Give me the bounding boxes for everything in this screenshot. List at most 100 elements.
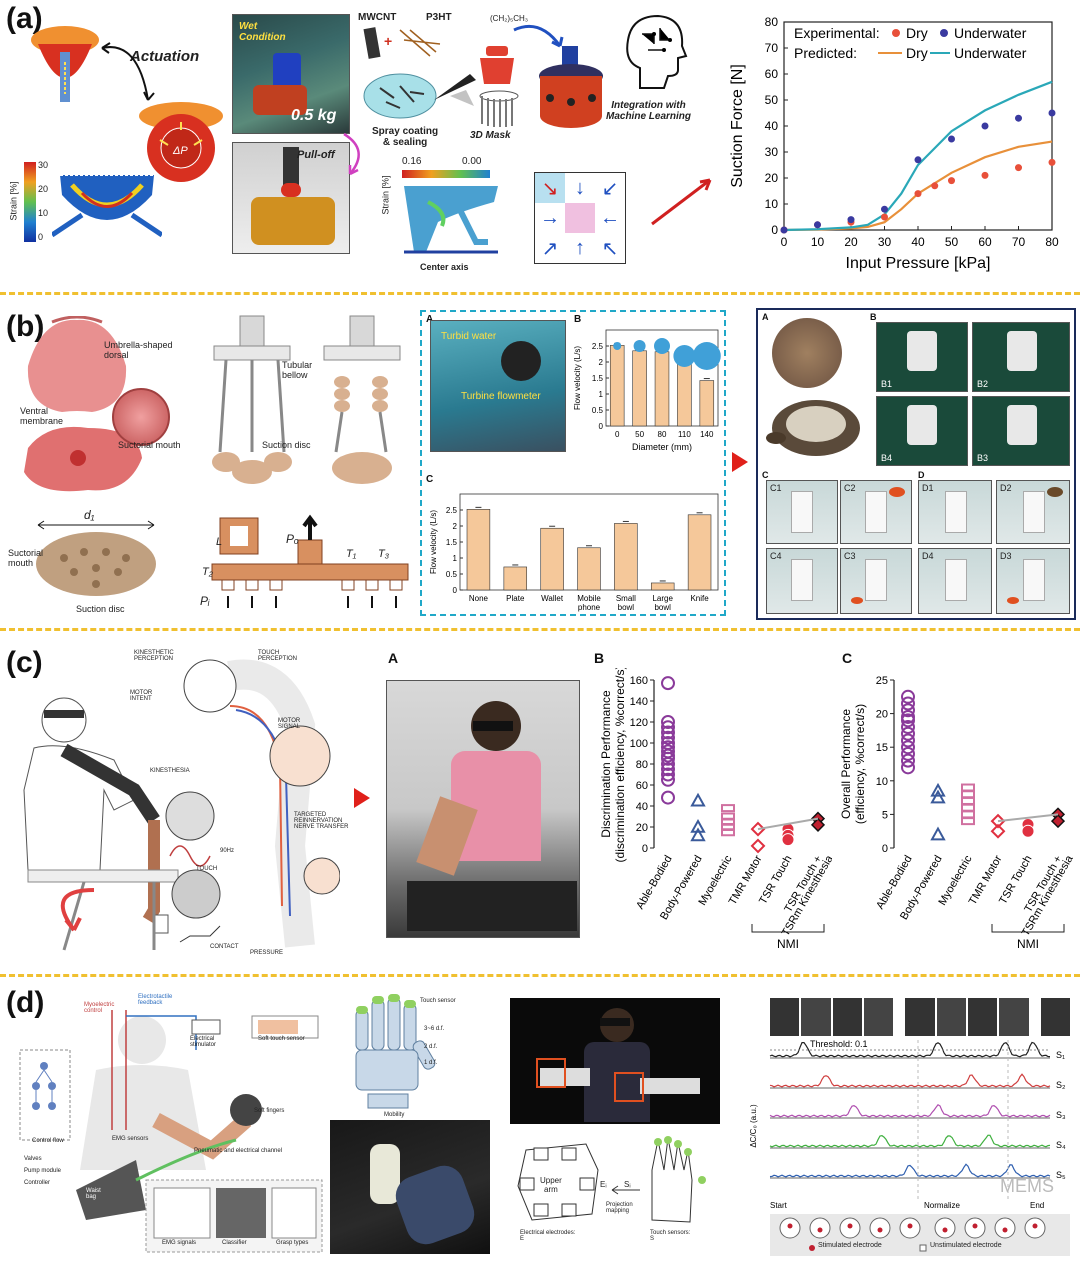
x-tick-label: 80	[658, 430, 667, 439]
y-tick-label: 40	[636, 801, 648, 813]
experimental-point-dry	[881, 213, 888, 221]
hand-dof-schematic	[348, 990, 438, 1110]
bar	[614, 523, 638, 591]
flow-sub-a: A	[426, 314, 433, 325]
data-point	[721, 804, 735, 813]
electrical-electrodes-label: Electrical electrodes: E	[520, 1230, 576, 1242]
strain-tick-10: 10	[38, 208, 49, 218]
photo-B1: B1	[876, 322, 968, 392]
photo-D3: D3	[996, 548, 1070, 614]
touch-sensor-label: Touch sensor	[420, 998, 456, 1004]
pump-label: Pump module	[24, 1168, 62, 1174]
diameter-indicator	[673, 345, 696, 367]
experimental-point-underwater	[847, 216, 855, 224]
y-tick-label: 120	[630, 717, 648, 729]
strain-sim-colorbar	[402, 170, 490, 178]
experimental-point-underwater	[1048, 109, 1056, 117]
y-tick-label: 140	[630, 696, 648, 708]
y-tick-label: 20	[636, 822, 648, 834]
p3ht-label: P3HT	[426, 12, 452, 23]
wet-condition-label: Wet Condition	[239, 21, 286, 43]
data-point	[901, 753, 915, 768]
separator-cd	[0, 974, 1080, 977]
actuation-label: Actuation	[130, 48, 200, 65]
turbid-water-photo: Turbid water Turbine flowmeter	[430, 320, 566, 452]
x-tick-label: 110	[678, 430, 691, 439]
strain-colorbar	[24, 162, 36, 242]
x-tick-label: 140	[700, 430, 714, 439]
Pi-label: Pᵢ	[200, 594, 210, 608]
strain-tick-30: 30	[38, 160, 49, 170]
data-point	[961, 783, 975, 792]
data-point	[930, 789, 946, 804]
experimental-point-dry	[948, 177, 955, 185]
svg-text:+: +	[384, 33, 392, 49]
bar	[687, 514, 712, 591]
signal-trace-3	[769, 1104, 1051, 1118]
y-tick-label: 70	[765, 41, 779, 55]
data-point	[901, 733, 915, 748]
y-axis-label: ΔC/C₀ (a.u.)	[749, 1104, 758, 1148]
brain-head-icon	[620, 10, 690, 90]
legend-underwater-marker	[940, 29, 948, 37]
experimental-point-dry	[981, 171, 989, 179]
valves-label: Valves	[24, 1156, 42, 1162]
weight-label: 0.5 kg	[291, 107, 337, 124]
data-point	[901, 703, 915, 718]
x-tick-label: phone	[578, 603, 601, 612]
data-point	[750, 821, 766, 837]
classifier-label: Classifier	[222, 1240, 247, 1246]
D2-label: D2	[1000, 483, 1012, 493]
prosthesis-user-photo	[386, 680, 580, 938]
data-point	[1021, 824, 1035, 838]
projection-label: Projection mapping	[606, 1202, 633, 1214]
B2-label: B2	[977, 379, 989, 389]
y-tick-label: 80	[765, 15, 779, 29]
C4-label: C4	[770, 551, 782, 561]
photo-D2: D2	[996, 480, 1070, 544]
flow-sub-b: B	[574, 314, 582, 325]
predicted-line-underwater	[783, 80, 1053, 232]
fabrication-schematic: +	[363, 27, 441, 119]
y-tick-label: 30	[765, 145, 779, 159]
emg-sensors-label: EMG sensors	[112, 1136, 149, 1142]
y-tick-label: 60	[636, 780, 648, 792]
y-axis-label: Overall Performance	[839, 709, 853, 819]
strain-tick-0: 0	[38, 232, 44, 242]
data-point	[661, 751, 675, 766]
bar	[699, 380, 715, 427]
bar	[466, 509, 491, 591]
data-point	[721, 828, 735, 837]
strain-sim-axis-label: Strain [%]	[380, 175, 391, 215]
hand-gesture-strip	[770, 998, 1070, 1036]
targeted-label: TARGETED REINNERVATION NERVE TRANSFER	[294, 812, 349, 830]
y-tick-label: 0	[642, 843, 648, 855]
normalize-label: Normalize	[924, 1201, 961, 1210]
data-point	[961, 817, 975, 826]
panel-letter-d: (d)	[6, 986, 45, 1019]
waist-bag-label: Waist bag	[86, 1188, 101, 1200]
y-tick-label: 40	[765, 119, 779, 133]
start-label: Start	[770, 1201, 788, 1210]
blue-arrow	[513, 25, 564, 48]
nmi-label: NMI	[777, 937, 799, 951]
x-tick-label: 0	[615, 430, 620, 439]
data-point	[961, 803, 975, 812]
chart-sub-c: C	[842, 650, 853, 666]
p3ht-formula: (CH₂)₅CH₃	[490, 14, 529, 23]
legend-underwater-label: Underwater	[954, 25, 1027, 41]
photo-B4: B4	[876, 396, 968, 466]
signal-label: S₁	[1056, 1050, 1065, 1060]
experimental-point-dry	[931, 182, 939, 190]
data-point	[901, 726, 915, 741]
pull-off-photo: Pull-off	[232, 142, 350, 254]
grasp-types-label: Grasp types	[276, 1240, 309, 1246]
suctorial-mouth-label: Suctorial mouth	[118, 440, 181, 450]
wet-condition-photo: Wet Condition 0.5 kg	[232, 14, 350, 134]
experimental-point-underwater	[814, 221, 821, 229]
x-tick-label: Mobile	[577, 594, 601, 603]
dof-36-label: 3~6 d.f.	[424, 1026, 445, 1032]
control-flow-label: Control flow	[32, 1138, 64, 1144]
touch-perception-label: TOUCH PERCEPTION	[258, 650, 298, 662]
